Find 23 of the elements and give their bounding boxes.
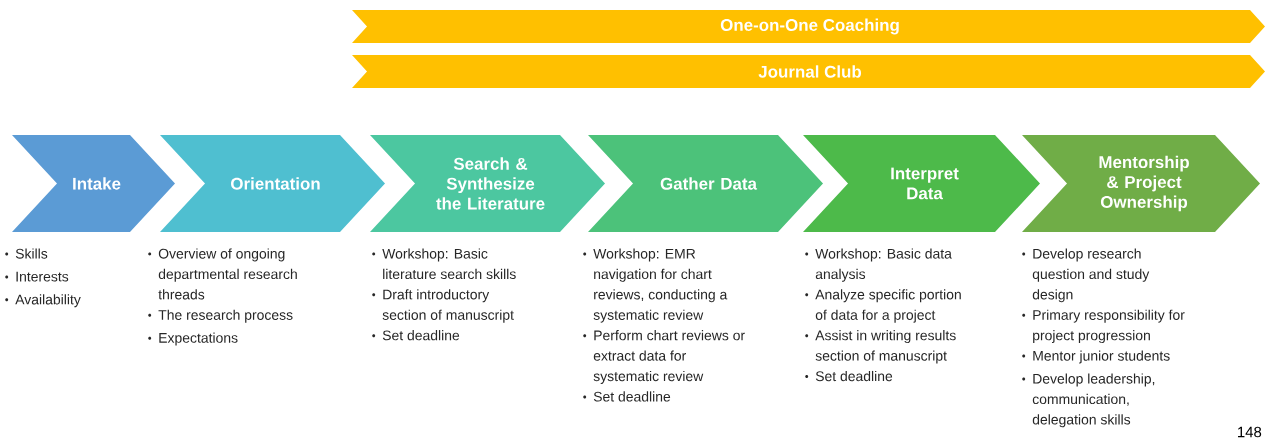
bullet-list: Develop research question and study design Primary responsibility for project progression Mentor junior students Develop leadership, communication, delegation skills bbox=[1022, 248, 1185, 428]
chevron-step: Intake bbox=[12, 135, 175, 232]
node-label: Develop leadership, communication, delegation skills bbox=[1032, 373, 1155, 428]
chevron-step: Search & Synthesize the Literature bbox=[370, 135, 605, 232]
node-label: Workshop: Basic data analysis bbox=[815, 248, 952, 282]
node-label: Set deadline bbox=[815, 370, 893, 382]
chevron-step: Orientation bbox=[160, 135, 385, 232]
bullet-list: Workshop: Basic literature search skills Draft introductory section of manuscript Set deadline bbox=[372, 248, 516, 341]
node-label: Primary responsibility for project progression bbox=[1033, 309, 1185, 344]
chevron-step: Mentorship & Project Ownership bbox=[1022, 135, 1260, 232]
banner: One-on-One Coaching bbox=[352, 10, 1265, 43]
chevron-step: Interpret Data bbox=[803, 135, 1040, 232]
node-label: Mentor junior students bbox=[1033, 350, 1170, 364]
page-number: 148 bbox=[1238, 426, 1262, 438]
node-label: Assist in writing results section of manuscript bbox=[815, 330, 956, 364]
bullet-list: Workshop: Basic data analysis Analyze specific portion of data for a project Assist in writing results section of manuscript Set deadline bbox=[805, 248, 961, 382]
bullet-list: Skills Interests Availability bbox=[5, 248, 81, 308]
chevron-step: Gather Data bbox=[588, 135, 823, 232]
bullet-list: Overview of ongoing departmental research threads The research process Expectations bbox=[148, 248, 297, 346]
bullet-list: Workshop: EMR navigation for chart reviews, conducting a systematic review Perform chart reviews or extract data for systematic review Set deadline bbox=[583, 248, 745, 402]
banner: Journal Club bbox=[352, 55, 1265, 88]
node-label: Develop research question and study design bbox=[1032, 248, 1150, 303]
node-label: Analyze specific portion of data for a project bbox=[815, 289, 961, 323]
